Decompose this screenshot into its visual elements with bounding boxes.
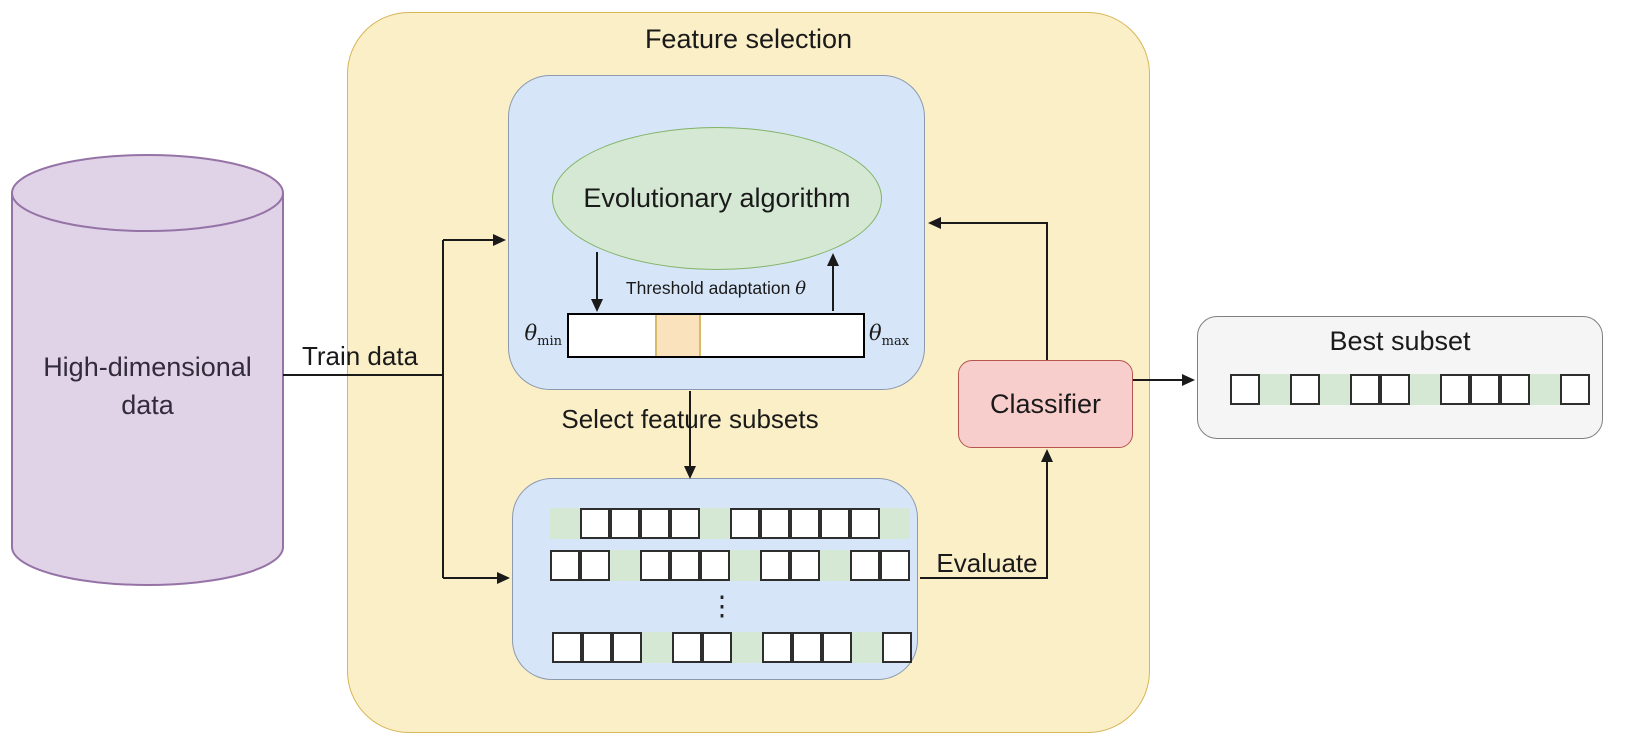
feature-cell-unselected [790, 550, 820, 581]
feature-selection-title: Feature selection [644, 24, 853, 54]
threshold-adaptation-label: Threshold adaptation θ [625, 278, 807, 299]
feature-cell-unselected [580, 508, 610, 539]
feature-cell-unselected [1560, 374, 1590, 405]
feature-cell-selected [732, 632, 762, 663]
best-subset-row [1230, 374, 1590, 405]
select-feature-subsets-label: Select feature subsets [561, 404, 819, 434]
threshold-range-bar [567, 313, 865, 358]
feature-cell-selected [1410, 374, 1440, 405]
theta-min-label: θmin [524, 321, 562, 350]
classifier-box: Classifier [958, 360, 1133, 448]
feature-cell-unselected [882, 632, 912, 663]
feature-cell-unselected [1440, 374, 1470, 405]
feature-cell-selected [820, 550, 850, 581]
feature-cell-unselected [880, 550, 910, 581]
feature-cell-unselected [552, 632, 582, 663]
feature-cell-selected [550, 508, 580, 539]
feature-cell-unselected [702, 632, 732, 663]
vertical-ellipsis: ⋮ [708, 591, 736, 621]
feature-cell-selected [880, 508, 910, 539]
train-data-label: Train data [301, 341, 419, 371]
feature-cell-unselected [612, 632, 642, 663]
feature-cell-unselected [670, 550, 700, 581]
feature-subset-row [552, 632, 912, 663]
high-dimensional-data-label: High-dimensional data [43, 352, 252, 420]
feature-cell-unselected [672, 632, 702, 663]
evolutionary-algorithm-label: Evolutionary algorithm [583, 183, 851, 213]
feature-cell-unselected [1500, 374, 1530, 405]
feature-cell-unselected [730, 508, 760, 539]
evaluate-label: Evaluate [936, 548, 1038, 578]
feature-cell-unselected [1230, 374, 1260, 405]
feature-cell-unselected [700, 550, 730, 581]
theta-max-label: θmax [869, 321, 910, 350]
threshold-current-segment [655, 315, 701, 356]
feature-cell-unselected [1350, 374, 1380, 405]
feature-cell-selected [642, 632, 672, 663]
feature-cell-unselected [792, 632, 822, 663]
feature-cell-selected [610, 550, 640, 581]
feature-cell-unselected [760, 550, 790, 581]
feature-cell-unselected [640, 508, 670, 539]
feature-cell-unselected [822, 632, 852, 663]
feature-subset-row [550, 508, 910, 539]
feature-cell-unselected [582, 632, 612, 663]
feature-cell-unselected [850, 508, 880, 539]
database-cylinder-top [11, 154, 284, 232]
feature-cell-unselected [640, 550, 670, 581]
theta-symbol: θ [795, 278, 807, 299]
feature-cell-unselected [670, 508, 700, 539]
feature-cell-unselected [820, 508, 850, 539]
feature-cell-unselected [850, 550, 880, 581]
feature-cell-unselected [790, 508, 820, 539]
feature-cell-unselected [550, 550, 580, 581]
best-subset-title: Best subset [1329, 326, 1471, 356]
feature-cell-unselected [580, 550, 610, 581]
feature-cell-unselected [1290, 374, 1320, 405]
feature-cell-selected [852, 632, 882, 663]
feature-cell-selected [730, 550, 760, 581]
feature-cell-selected [1260, 374, 1290, 405]
evolutionary-algorithm-ellipse: Evolutionary algorithm [552, 127, 882, 270]
feature-cell-selected [700, 508, 730, 539]
feature-cell-selected [1530, 374, 1560, 405]
feature-cell-unselected [762, 632, 792, 663]
classifier-label: Classifier [989, 388, 1102, 419]
feature-cell-unselected [1470, 374, 1500, 405]
feature-subset-row [550, 550, 910, 581]
feature-cell-unselected [610, 508, 640, 539]
feature-cell-unselected [1380, 374, 1410, 405]
feature-cell-selected [1320, 374, 1350, 405]
feature-cell-unselected [760, 508, 790, 539]
database-cylinder-body [11, 193, 284, 586]
